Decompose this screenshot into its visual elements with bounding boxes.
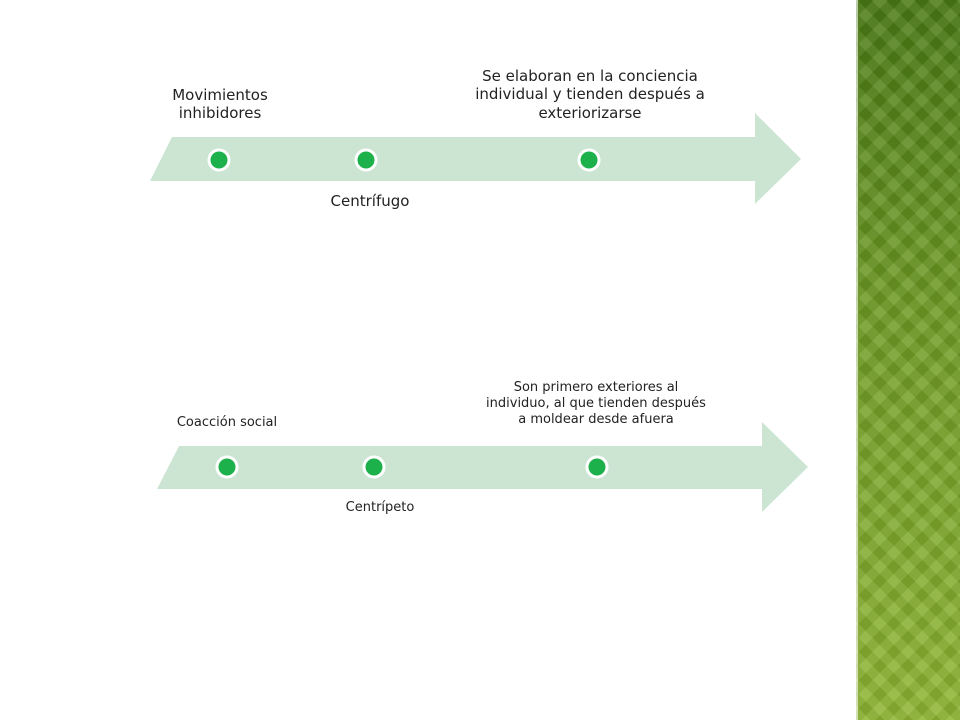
timeline-2-node-1-label: Coacción social <box>176 415 278 430</box>
timeline-1-node-2-dot <box>354 148 378 172</box>
timeline-2-arrow <box>157 422 808 512</box>
timeline-1-graphic <box>150 113 801 204</box>
timeline-1-node-2-label: Centrífugo <box>330 192 410 210</box>
timeline-2-node-3-dot <box>585 455 609 479</box>
timeline-1-node-1-dot <box>207 148 231 172</box>
timeline-1-arrow <box>150 113 801 204</box>
decorative-side-panel <box>856 0 960 720</box>
timeline-2-graphic <box>157 422 808 512</box>
timeline-2-node-1-dot <box>215 455 239 479</box>
timeline-1-node-3-label: Se elaboran en la conciencia individual … <box>475 67 705 122</box>
timeline-2-node-3-label: Son primero exteriores al individuo, al … <box>486 380 706 427</box>
timeline-1-node-1-label: Movimientos inhibidores <box>172 86 268 123</box>
timeline-1-node-3-dot <box>577 148 601 172</box>
timeline-2-node-2-label: Centrípeto <box>345 500 415 515</box>
timeline-2-node-2-dot <box>362 455 386 479</box>
